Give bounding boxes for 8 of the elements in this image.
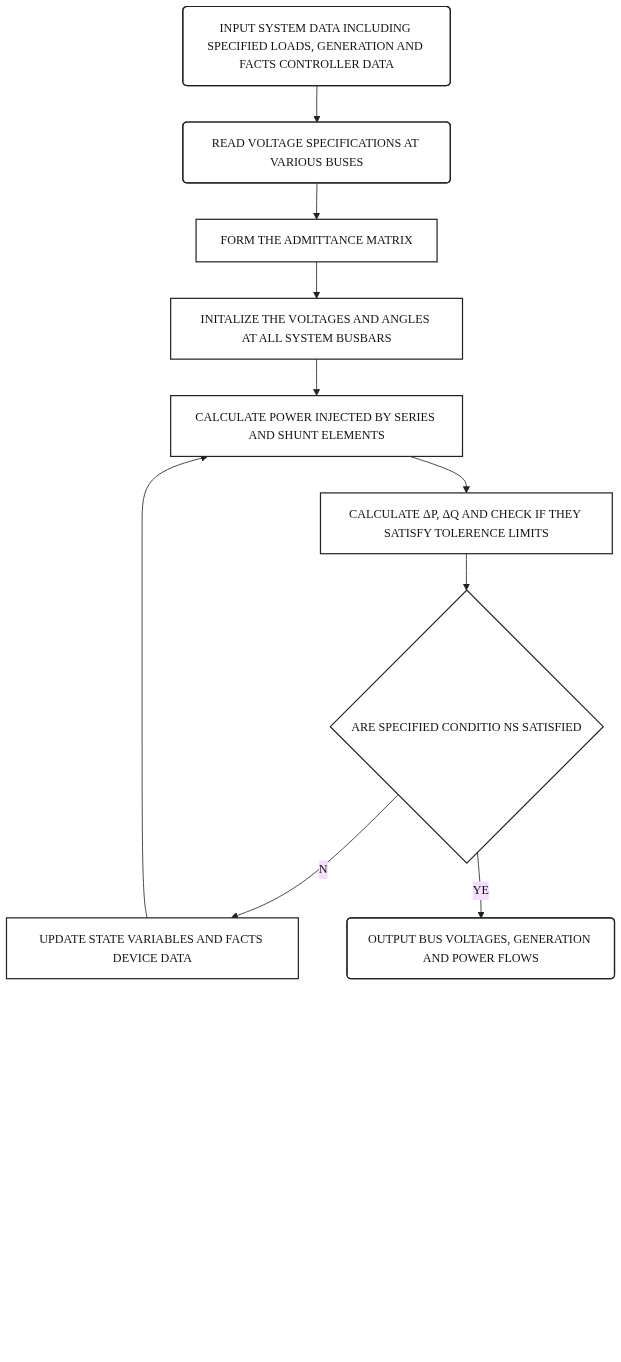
node-box: CALCULATE POWER INJECTED BY SERIES AND SHUNT ELEMENTS xyxy=(170,395,464,458)
node-diamond: ARE SPECIFIED CONDITIO NS SATISFIED xyxy=(329,589,605,864)
edge-label: YE xyxy=(472,883,489,897)
node-box: CALCULATE ΔP, ΔQ AND CHECK IF THEY SATISFY TOLERENCE LIMITS xyxy=(319,492,613,555)
node-box: FORM THE ADMITTANCE MATRIX xyxy=(195,218,438,263)
edge-label: N xyxy=(318,862,328,876)
node-box: UPDATE STATE VARIABLES AND FACTS DEVICE DATA xyxy=(5,917,299,980)
node-box: INITALIZE THE VOLTAGES AND ANGLES AT ALL SYSTEM BUSBARS xyxy=(170,297,464,360)
